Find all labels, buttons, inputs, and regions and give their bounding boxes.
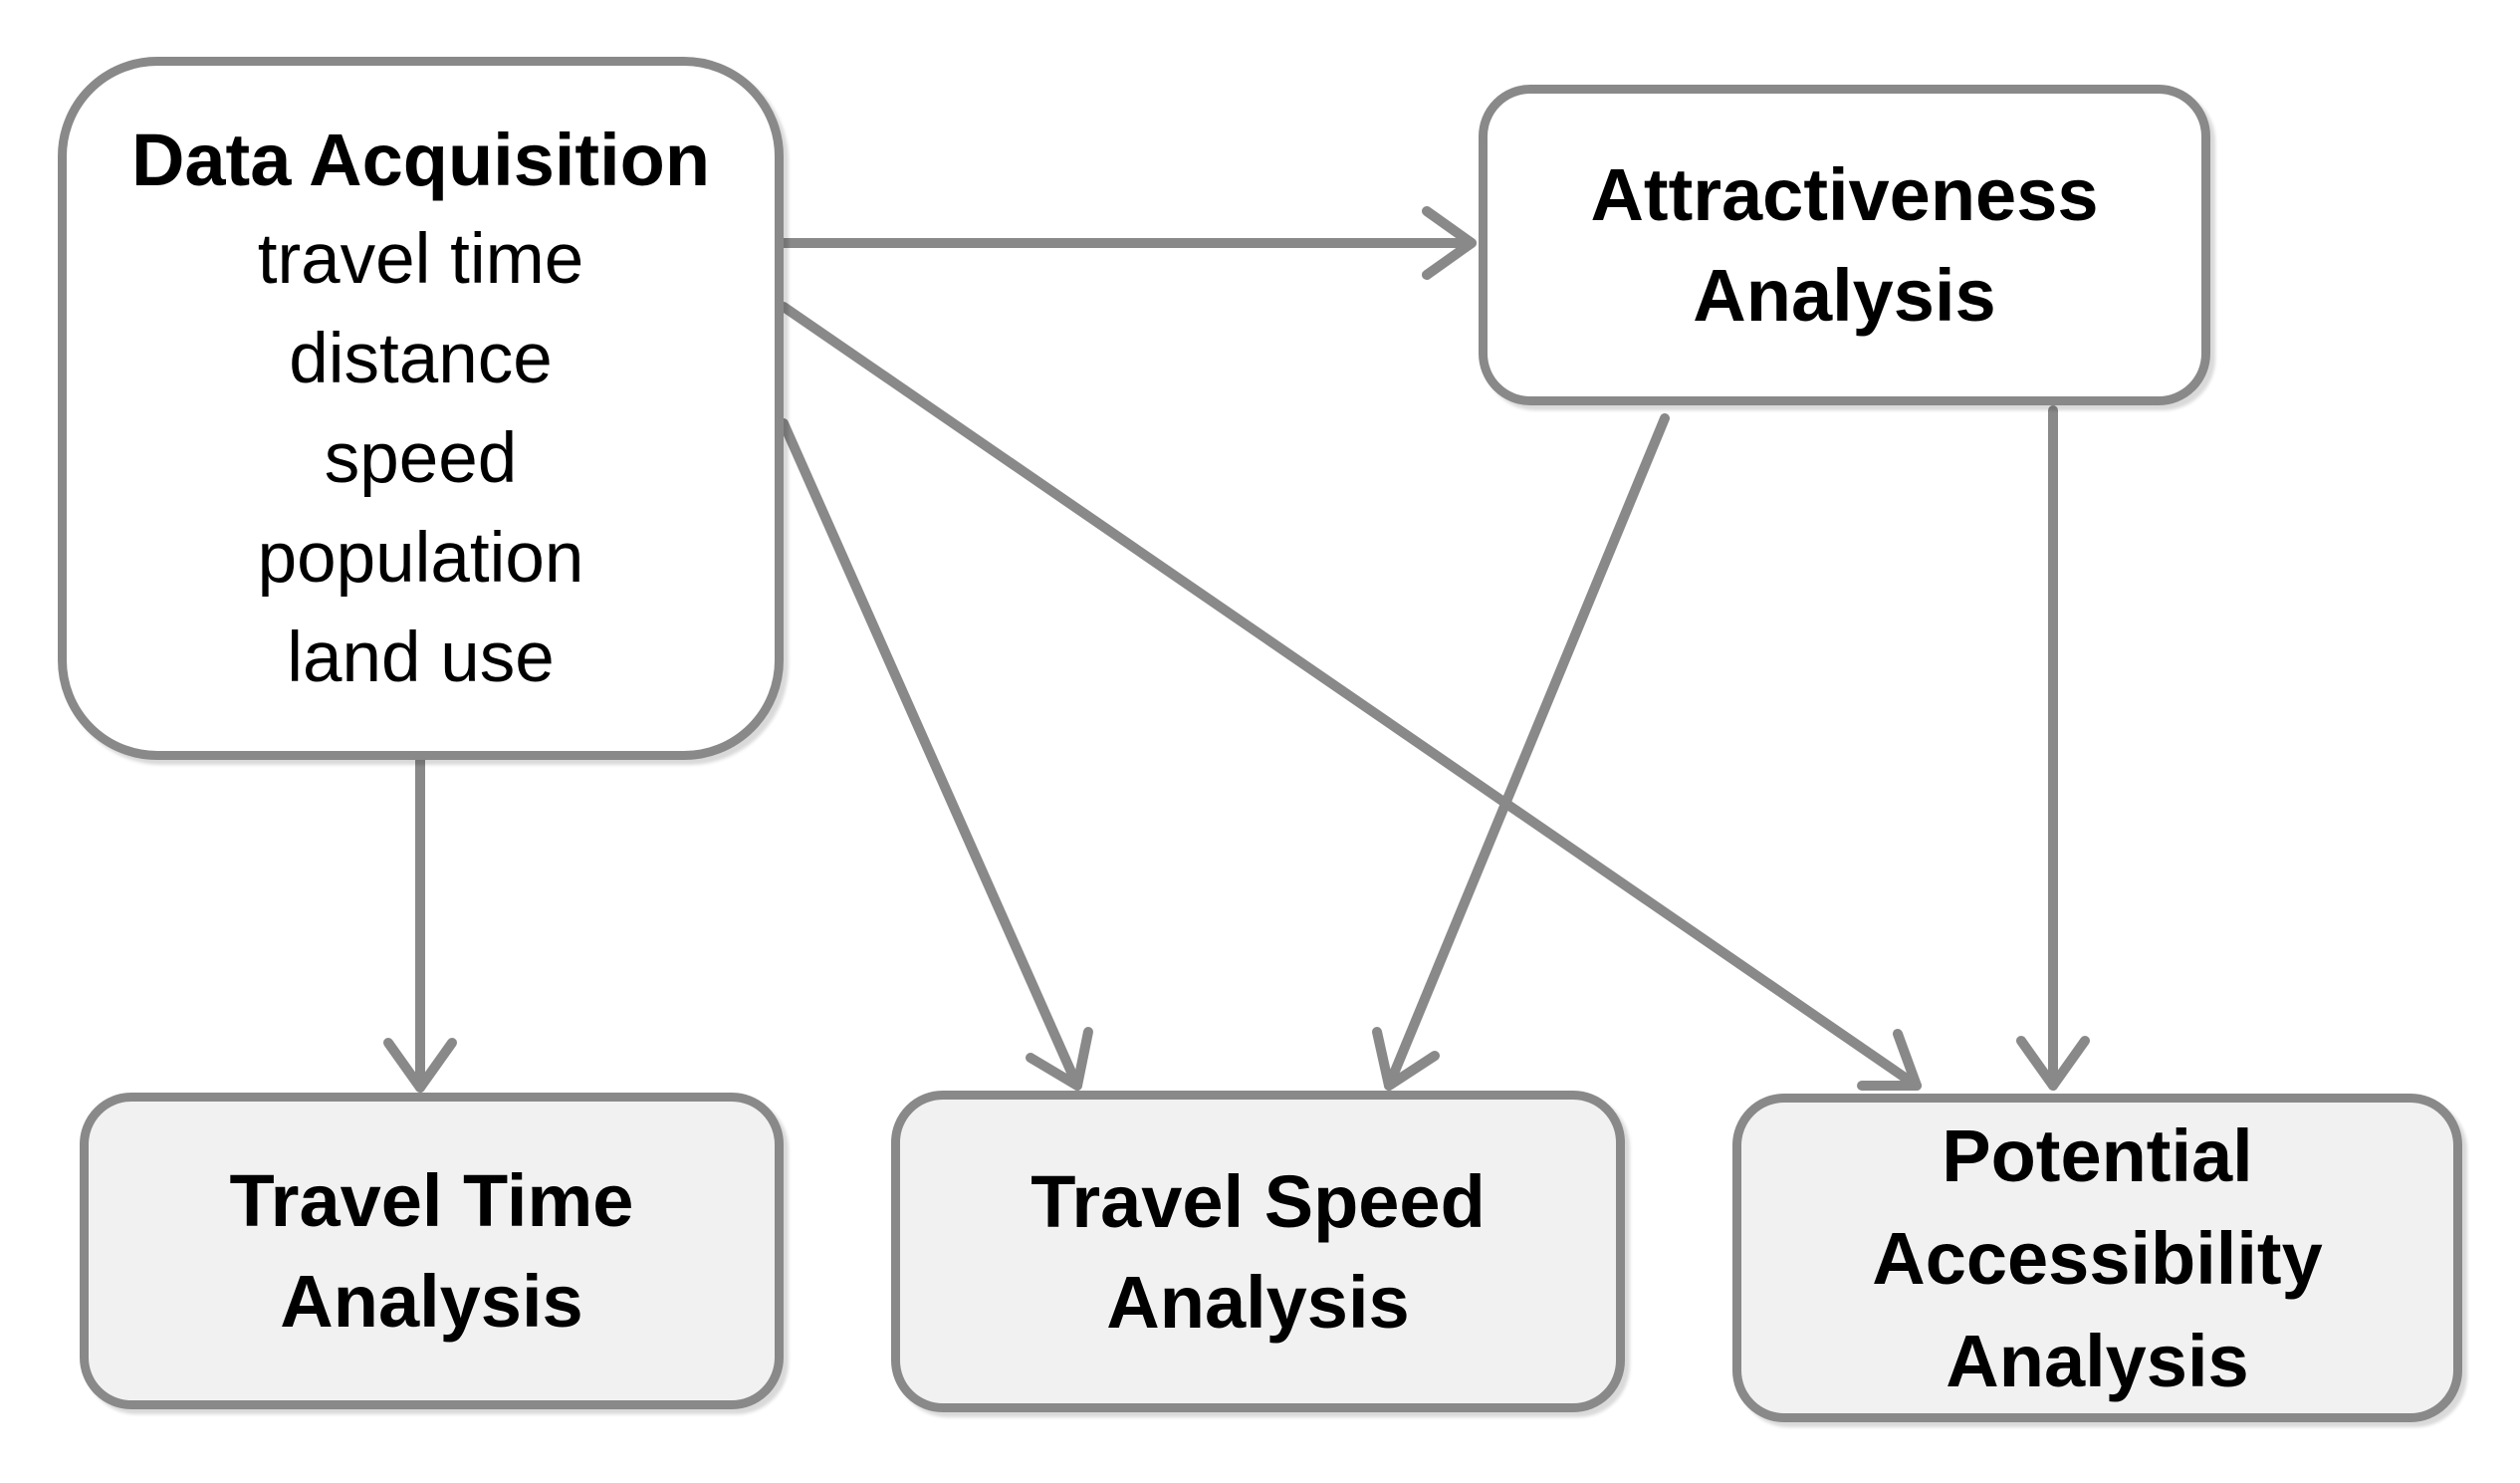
node-data-acquisition-title: Data Acquisition [130, 118, 711, 201]
node-data-acquisition-item-travel-time: travel time [257, 219, 584, 299]
arrow-data-acquisition-to-travel-speed [779, 418, 1093, 1091]
node-attractiveness-analysis: Attractiveness Analysis [1479, 85, 2210, 405]
node-travel-time-analysis: Travel Time Analysis [80, 1093, 784, 1409]
arrow-attractiveness-to-potential-accessibility [2016, 405, 2090, 1091]
node-travel-speed-analysis: Travel Speed Analysis [891, 1091, 1625, 1412]
node-potential-label-line2: Accessibility [1872, 1216, 2323, 1300]
node-potential-accessibility-analysis: Potential Accessibility Analysis [1732, 1094, 2462, 1422]
arrow-attractiveness-to-travel-speed [1372, 413, 1670, 1091]
node-data-acquisition-item-speed: speed [324, 418, 518, 498]
node-data-acquisition-item-distance: distance [289, 319, 553, 398]
node-data-acquisition-item-population: population [257, 518, 584, 598]
node-potential-label-line1: Potential [1942, 1113, 2253, 1197]
node-data-acquisition-item-land-use: land use [287, 618, 555, 697]
node-travel-time-label-line2: Analysis [280, 1260, 583, 1343]
node-attractiveness-label-line2: Analysis [1693, 254, 1996, 337]
arrow-data-acquisition-to-travel-time [383, 755, 457, 1093]
node-travel-speed-label-line1: Travel Speed [1031, 1159, 1486, 1243]
node-potential-label-line3: Analysis [1946, 1319, 2249, 1402]
node-data-acquisition: Data Acquisition travel time distance sp… [58, 57, 784, 760]
node-travel-speed-label-line2: Analysis [1106, 1260, 1410, 1344]
node-travel-time-label-line1: Travel Time [229, 1159, 634, 1242]
arrow-data-acquisition-to-potential-accessibility [779, 302, 1922, 1091]
node-attractiveness-label-line1: Attractiveness [1590, 153, 2099, 236]
arrow-data-acquisition-to-attractiveness [779, 206, 1477, 280]
